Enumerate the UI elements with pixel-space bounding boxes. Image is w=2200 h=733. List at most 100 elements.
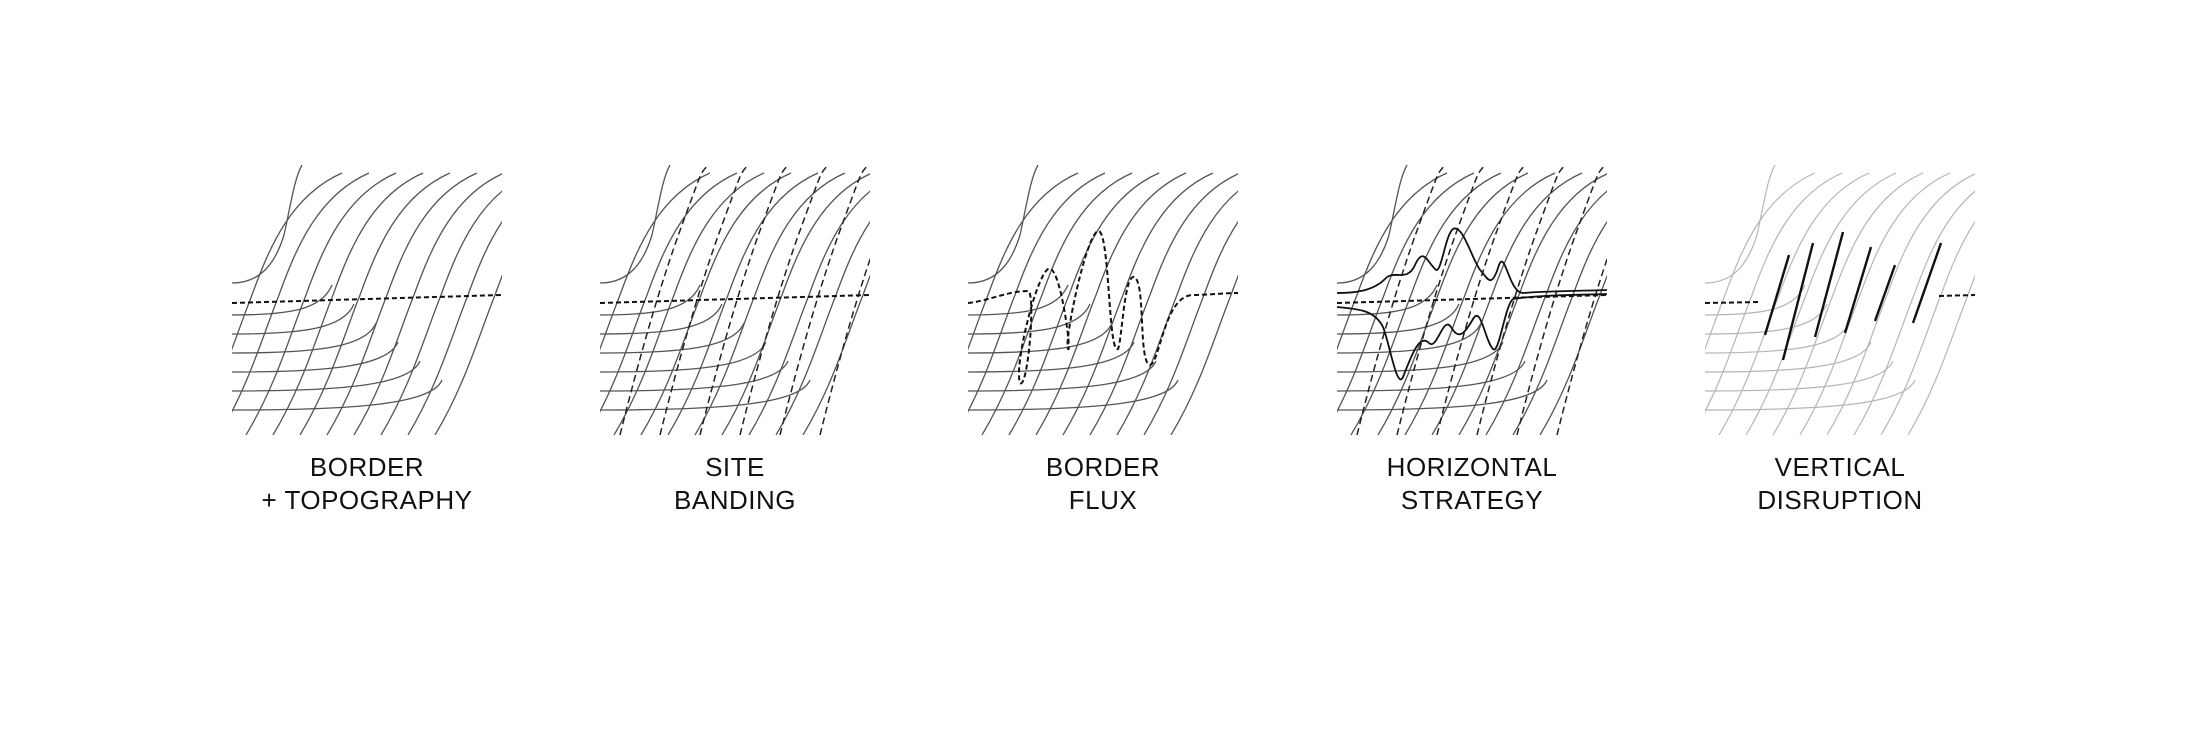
contour-line: [1705, 360, 1894, 392]
site-band-line: [619, 165, 709, 435]
contour-line: [1008, 172, 1160, 435]
contour-line: [1337, 172, 1448, 351]
site-band-lines: [619, 165, 870, 435]
contour-line: [1337, 379, 1548, 411]
caption-line-1: VERTICAL: [1774, 452, 1906, 482]
contour-line: [968, 303, 1091, 335]
contour-line: [232, 341, 399, 373]
contour-line: [1337, 360, 1526, 392]
contour-line: [1705, 172, 1816, 351]
contour-line: [613, 172, 765, 435]
caption-line-2: DISRUPTION: [1757, 485, 1923, 515]
vertical-disruption-diagram: [1704, 165, 1976, 435]
contour-line: [775, 220, 870, 435]
contour-line: [1337, 284, 1438, 316]
contour-line: [232, 360, 421, 392]
caption-line-1: SITE: [705, 452, 765, 482]
contour-line: [968, 341, 1135, 373]
contour-line: [1485, 190, 1607, 435]
caption-line-1: BORDER: [1045, 452, 1161, 482]
site-band-line: [1436, 165, 1526, 435]
contour-line: [802, 274, 870, 435]
border-line: [1336, 294, 1608, 304]
border-flux-diagram: [967, 165, 1239, 435]
contour-line: [1799, 172, 1951, 435]
contour-line: [600, 284, 701, 316]
diagram-panel-vertical-disruption: VERTICAL DISRUPTION: [1704, 165, 1976, 517]
contour-line: [1431, 172, 1583, 435]
contour-line: [600, 379, 811, 411]
upper-strategy-curve: [1336, 227, 1608, 294]
contour-line: [1337, 322, 1482, 354]
border-topography-diagram: [231, 165, 503, 435]
site-band-line: [1516, 165, 1606, 435]
caption-line-2: STRATEGY: [1400, 485, 1544, 515]
contour-line: [1853, 190, 1975, 435]
site-band-line: [1356, 165, 1446, 435]
contour-line: [1705, 341, 1872, 373]
contour-line: [1718, 172, 1870, 435]
contour-line: [1907, 274, 1975, 435]
contour-line: [968, 172, 1079, 351]
topography-contours: [1337, 165, 1607, 435]
contour-line: [981, 172, 1133, 435]
contour-line: [407, 220, 502, 435]
topography-contours: [1705, 165, 1975, 435]
contour-line: [600, 165, 671, 284]
contour-line: [968, 379, 1179, 411]
contour-line: [1143, 220, 1238, 435]
topography-contours: [232, 165, 502, 435]
contour-line: [1337, 303, 1460, 335]
contour-line: [434, 274, 502, 435]
contour-line: [640, 172, 792, 435]
contour-line: [232, 303, 355, 335]
border-line: [231, 294, 503, 304]
contour-line: [748, 190, 870, 435]
contour-line: [694, 172, 846, 435]
contour-line: [1705, 172, 1843, 413]
contour-line: [232, 322, 377, 354]
site-banding-diagram: [599, 165, 871, 435]
border-line: [599, 294, 871, 304]
contour-line: [600, 172, 711, 351]
contour-line: [1705, 284, 1806, 316]
contour-line: [380, 190, 502, 435]
contour-line: [1880, 221, 1975, 435]
contour-line: [1705, 165, 1776, 284]
contour-line: [1745, 172, 1897, 435]
border-line-right: [1938, 294, 1976, 297]
contour-line: [1170, 274, 1238, 435]
contour-line: [600, 341, 767, 373]
contour-line: [232, 172, 370, 413]
contour-line: [1337, 172, 1475, 413]
topography-contours: [600, 165, 870, 435]
contour-line: [1458, 173, 1607, 435]
diagram-panel-border-topography: BORDER + TOPOGRAPHY: [231, 165, 503, 517]
contour-line: [1705, 379, 1916, 411]
contour-line: [600, 360, 789, 392]
contour-line: [1350, 172, 1502, 435]
contour-line: [1512, 220, 1607, 435]
contour-line: [1539, 274, 1607, 435]
site-band-line: [779, 165, 869, 435]
contour-line: [1116, 190, 1238, 435]
contour-line: [1337, 341, 1504, 373]
contour-line: [968, 360, 1157, 392]
panel-caption: SITE BANDING: [600, 451, 870, 517]
horizontal-strategy-diagram: [1336, 165, 1608, 435]
contour-line: [968, 284, 1069, 316]
site-band-line: [1396, 165, 1486, 435]
panel-caption: BORDER FLUX: [968, 451, 1238, 517]
contour-line: [353, 173, 502, 435]
contour-line: [232, 379, 443, 411]
site-band-line: [739, 165, 829, 435]
vertical-disruption-strokes: [1763, 231, 1943, 361]
caption-line-1: BORDER: [309, 452, 425, 482]
contour-line: [1337, 165, 1408, 284]
diagram-panel-site-banding: SITE BANDING: [599, 165, 871, 517]
contour-line: [232, 165, 303, 284]
caption-line-2: BANDING: [674, 485, 796, 515]
lower-strategy-curve: [1336, 293, 1608, 381]
caption-line-2: FLUX: [1068, 485, 1138, 515]
site-band-line: [1476, 165, 1566, 435]
